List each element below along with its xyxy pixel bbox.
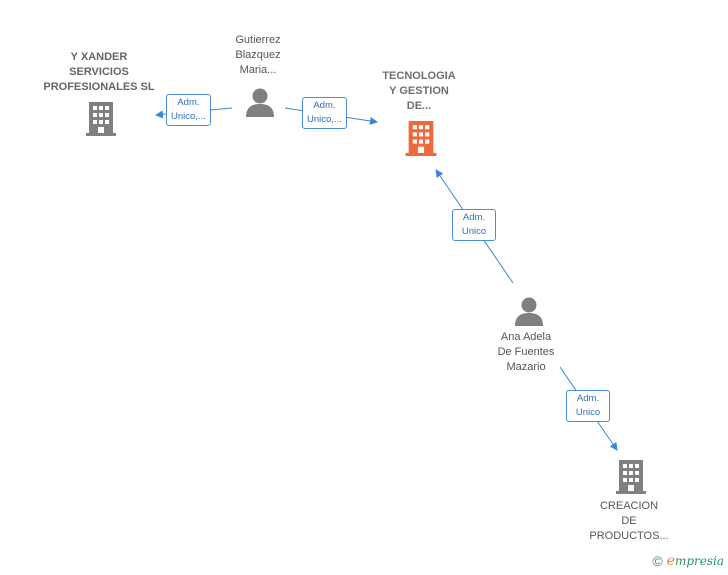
edge-label-line: Adm. [177,97,200,108]
node-creacion-label: CREACION DE PRODUCTOS... [578,499,680,544]
edge-label-line: Adm. [462,212,486,223]
edge-label-line: Adm. [576,393,600,404]
node-label-line: CREACION [599,500,659,512]
building-icon[interactable] [616,460,646,494]
node-label-line: PROFESIONALES SL [43,81,155,93]
node-label-line: Gutierrez [235,34,281,46]
brand-rest: mpresia [674,554,724,568]
empresia-watermark: © empresia [652,553,724,569]
edge-label-adm-unico[interactable]: Adm. Unico,... [302,97,347,129]
edge-label-line: Unico [575,407,601,418]
node-tecnologia-label: TECNOLOGIA Y GESTION DE... [360,69,478,114]
node-label-line: Blazquez [235,49,281,61]
edge-label-adm-unico[interactable]: Adm. Unico [452,209,496,241]
node-label-line: TECNOLOGIA [382,70,456,82]
copyright-icon: © [652,553,663,569]
node-gutierrez-label: Gutierrez Blazquez Maria... [208,33,308,78]
person-icon[interactable] [514,296,544,326]
node-label-line: SERVICIOS [69,66,129,78]
node-ana-label: Ana Adela De Fuentes Mazario [476,330,576,375]
edge-label-adm-unico[interactable]: Adm. Unico [566,390,610,422]
edge-label-line: Unico [461,226,487,237]
edge-label-line: Adm. [313,100,336,111]
brand-name: empresia [667,553,724,569]
node-label-line: DE... [406,100,432,112]
edge-label-line: Unico,... [307,114,342,125]
node-y-xander-label: Y XANDER SERVICIOS PROFESIONALES SL [28,50,170,95]
person-icon[interactable] [245,87,275,117]
node-label-line: DE [621,515,637,527]
node-label-line: PRODUCTOS... [589,530,669,542]
edge-label-adm-unico[interactable]: Adm. Unico,... [166,94,211,126]
node-label-line: Y XANDER [70,51,128,63]
building-icon[interactable] [86,102,116,136]
node-label-line: Maria... [239,64,277,76]
main-building-icon[interactable] [405,121,437,156]
node-label-line: Ana Adela [500,331,552,343]
brand-initial: e [666,553,675,569]
node-label-line: Y GESTION [389,85,449,97]
node-label-line: Mazario [506,361,546,373]
edge-label-line: Unico,... [171,111,206,122]
node-label-line: De Fuentes [497,346,555,358]
